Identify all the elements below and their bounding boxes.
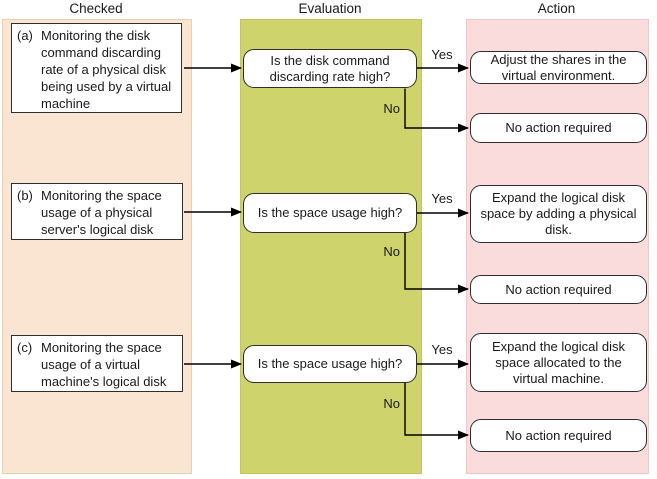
evaluation-column-band [240, 19, 422, 474]
no-label-b: No [383, 244, 400, 259]
action-node-c-yes: Expand the logical disk space allocated … [470, 333, 647, 392]
action-node-b-no: No action required [470, 275, 647, 304]
column-header-action: Action [537, 1, 576, 16]
action-node-a-no-text: No action required [505, 120, 612, 135]
action-node-a-no: No action required [470, 113, 647, 143]
checked-item-a-text: Monitoring the disk command discarding r… [41, 28, 172, 111]
action-node-a-yes-text: Adjust the shares in the virtual environ… [490, 51, 627, 83]
action-column-band [466, 19, 649, 474]
action-node-a-yes: Adjust the shares in the virtual environ… [470, 51, 647, 84]
action-node-b-yes: Expand the logical disk space by adding … [470, 185, 647, 243]
evaluation-node-c-text: Is the space usage high? [257, 356, 403, 371]
action-node-b-yes-text: Expand the logical disk space by adding … [480, 190, 637, 237]
checked-item-b-label: (b) [17, 188, 33, 203]
column-header-evaluation: Evaluation [298, 1, 362, 16]
checked-item-c: (c) Monitoring the space usage of a virt… [11, 335, 183, 392]
action-node-c-yes-text: Expand the logical disk space allocated … [492, 338, 625, 386]
action-node-b-no-text: No action required [505, 281, 612, 297]
checked-item-b-text: Monitoring the space usage of a physical… [41, 188, 162, 237]
no-label-a: No [383, 101, 400, 116]
yes-label-a: Yes [431, 47, 453, 62]
checked-item-a-label: (a) [17, 28, 33, 43]
evaluation-node-a-text: Is the disk command discarding rate high… [269, 52, 391, 84]
evaluation-node-c: Is the space usage high? [243, 345, 417, 383]
evaluation-node-a: Is the disk command discarding rate high… [243, 49, 417, 88]
checked-item-b: (b) Monitoring the space usage of a phys… [11, 183, 183, 240]
checked-item-c-text: Monitoring the space usage of a virtual … [41, 340, 167, 389]
checked-item-a: (a) Monitoring the disk command discardi… [11, 23, 182, 113]
yes-label-b: Yes [431, 191, 453, 206]
evaluation-node-b: Is the space usage high? [243, 193, 417, 233]
action-node-c-no-text: No action required [505, 427, 612, 443]
no-label-c: No [383, 396, 400, 411]
action-node-c-no: No action required [470, 419, 647, 452]
column-header-checked: Checked [69, 1, 123, 16]
checked-item-c-label: (c) [17, 340, 33, 355]
evaluation-node-b-text: Is the space usage high? [257, 205, 403, 220]
yes-label-c: Yes [431, 342, 453, 357]
